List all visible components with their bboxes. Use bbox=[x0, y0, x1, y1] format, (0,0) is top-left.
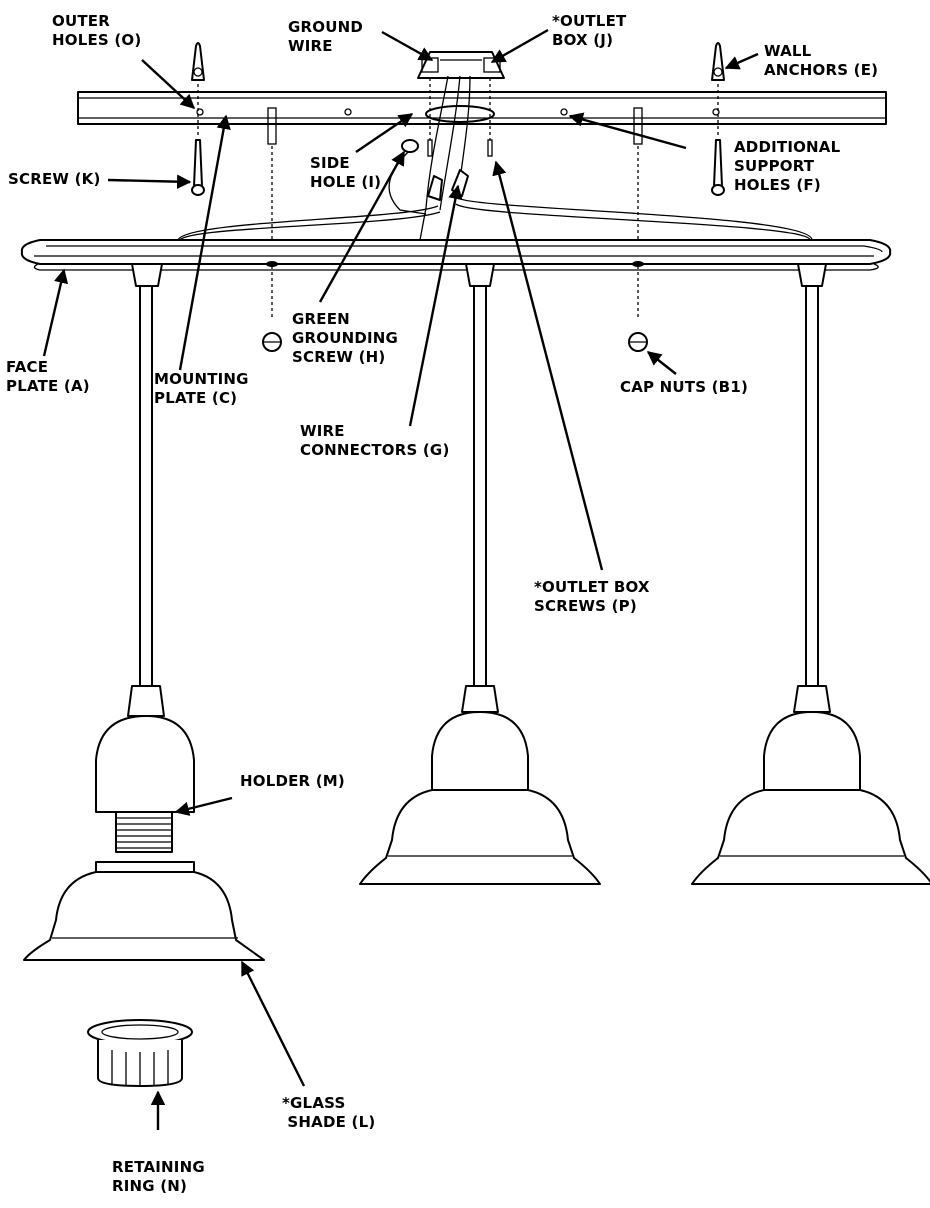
label-glass-shade: *GLASS SHADE (L) bbox=[282, 1094, 376, 1131]
pendant-middle bbox=[359, 685, 601, 885]
label-screw-k: SCREW (K) bbox=[8, 170, 101, 188]
outlet-box bbox=[417, 51, 505, 79]
cap-nut-left bbox=[262, 332, 282, 352]
pendant-right bbox=[691, 685, 930, 885]
holder-threads bbox=[115, 811, 173, 853]
center-opening bbox=[425, 105, 495, 123]
threaded-studs bbox=[267, 107, 643, 145]
outlet-box-screws bbox=[427, 139, 493, 157]
alignment-lines bbox=[197, 78, 719, 320]
label-holder: HOLDER (M) bbox=[240, 772, 345, 790]
wire-connectors bbox=[427, 169, 469, 201]
cap-nut-right bbox=[628, 332, 648, 352]
face-plate bbox=[20, 239, 892, 271]
screw-left bbox=[191, 139, 205, 196]
mounting-plate bbox=[77, 91, 887, 125]
green-grounding-screw bbox=[401, 139, 419, 153]
leader-arrows bbox=[42, 28, 759, 1130]
pendant-rods bbox=[131, 263, 827, 687]
retaining-ring bbox=[87, 1019, 193, 1087]
glass-shade-left bbox=[23, 861, 265, 961]
label-cap-nuts: CAP NUTS (B1) bbox=[620, 378, 749, 396]
wall-anchor-right bbox=[711, 42, 725, 81]
wall-anchor-left bbox=[191, 42, 205, 81]
socket-cup-left bbox=[95, 685, 195, 813]
screw-right bbox=[711, 139, 725, 196]
